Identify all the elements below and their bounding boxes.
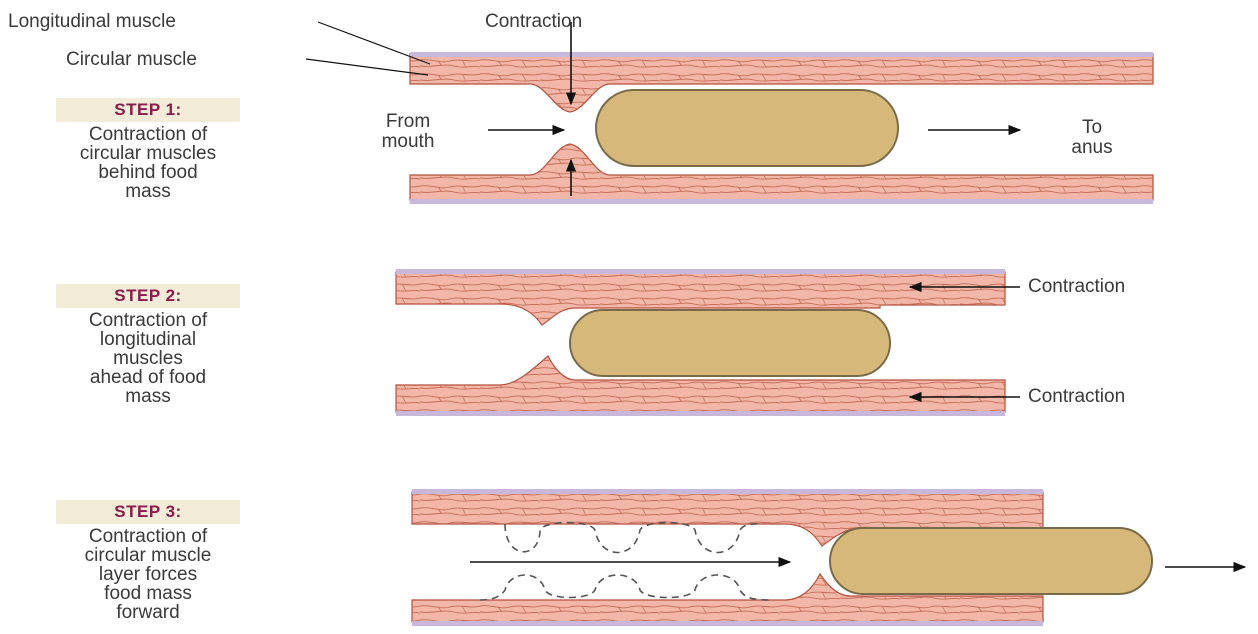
step-2-title: STEP 2: [56,284,239,308]
circular-muscle-label: Circular muscle [66,50,197,70]
step-2-line: ahead of food [18,368,278,387]
step3-wave-top [505,523,760,553]
from-mouth-line-1: From [358,112,458,132]
longitudinal-leader-line [318,22,430,64]
step-2-line: mass [18,387,278,406]
step-3-line: forward [18,603,278,622]
step3-bottom-outer-layer [412,621,1043,626]
from-mouth-line-2: mouth [358,132,458,152]
step-2-line: Contraction of [18,311,278,330]
step-3-title: STEP 3: [56,500,239,524]
step-2-line: muscles [18,349,278,368]
step-1-line: Contraction of [18,125,278,144]
contraction-label-top: Contraction [485,12,582,32]
step-3-line: Contraction of [18,527,278,546]
step-1-description: Contraction of circular muscles behind f… [18,125,278,201]
step-3-line: circular muscle [18,546,278,565]
step-1-block: STEP 1: Contraction of circular muscles … [18,98,278,201]
step2-food-mass [570,310,890,376]
step1-top-outer-layer [410,52,1153,57]
step2-bottom-outer-layer [396,411,1005,416]
to-anus-line-2: anus [1052,138,1132,158]
step-3-description: Contraction of circular muscle layer for… [18,527,278,622]
step-3-line: layer forces [18,565,278,584]
step-1-title: STEP 1: [56,98,239,122]
step-2-line: longitudinal [18,330,278,349]
step3-tube [412,489,1245,626]
step3-top-outer-layer [412,489,1043,494]
longitudinal-muscle-label: Longitudinal muscle [8,12,176,32]
step-1-line: mass [18,182,278,201]
step-1-line: circular muscles [18,144,278,163]
step-3-line: food mass [18,584,278,603]
from-mouth-label: From mouth [358,112,458,152]
step-2-block: STEP 2: Contraction of longitudinal musc… [18,284,278,406]
step2-tube [396,269,1020,416]
to-anus-line-1: To [1052,118,1132,138]
step-1-line: behind food [18,163,278,182]
step-3-block: STEP 3: Contraction of circular muscle l… [18,500,278,622]
step2-contraction-label-top: Contraction [1028,277,1125,297]
step2-top-outer-layer [396,269,1005,274]
to-anus-label: To anus [1052,118,1132,158]
step1-bottom-outer-layer [410,199,1153,204]
step3-food-mass [830,528,1152,594]
step2-contraction-label-bottom: Contraction [1028,387,1125,407]
step1-food-mass [596,90,898,166]
step-2-description: Contraction of longitudinal muscles ahea… [18,311,278,406]
step3-wave-bottom [480,575,770,600]
